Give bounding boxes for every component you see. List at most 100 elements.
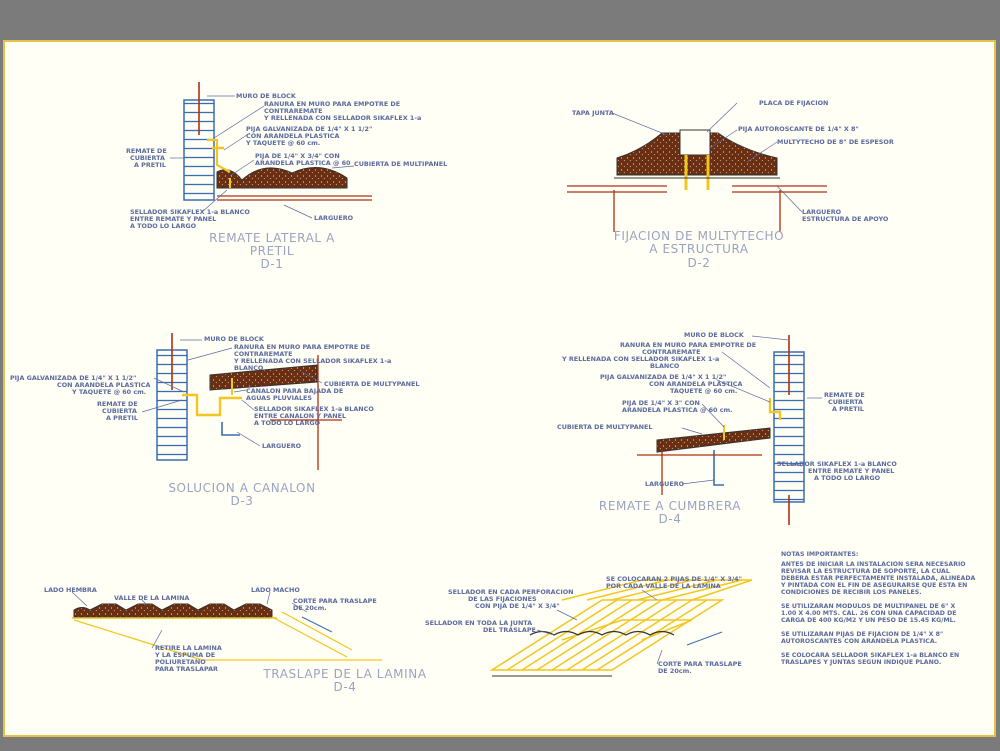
notes-line: Y PINTADA CON EL FIN DE ASEGURARSE QUE E…	[780, 582, 967, 589]
detail-d4-traslape: LADO HEMBRA VALLE DE LA LAMINA LADO MACH…	[44, 586, 426, 694]
d3-label-0: MURO DE BLOCK	[204, 335, 265, 343]
d4b-label-0: LADO HEMBRA	[44, 586, 97, 594]
d4a-label-10: CUBIERTA DE MULTYPANEL	[557, 423, 652, 431]
d4a-label-9: ARANDELA PLASTICA @ 60 cm.	[622, 406, 733, 414]
d3-label-11: CANALON PARA BAJADA DE	[246, 387, 343, 395]
d5-label-8: DE 20cm.	[658, 667, 692, 675]
d4a-label-13: A PRETIL	[832, 405, 864, 413]
d4a-label-8: PIJA DE 1/4" X 3" CON	[622, 399, 700, 407]
d3-label-1: RANURA EN MURO PARA EMPOTRE DE	[234, 343, 370, 351]
d3-label-3: Y RELLENADA CON SELLADOR SIKAFLEX 1-a	[233, 357, 391, 365]
d2-label-4: LARGUERO	[802, 208, 842, 216]
d1-label-9: A PRETIL	[134, 161, 166, 169]
d2-title-2: D-2	[687, 256, 710, 270]
d4b-label-2: LADO MACHO	[251, 586, 300, 594]
d2-title-1: A ESTRUCTURA	[649, 242, 749, 256]
d3-title-0: SOLUCION A CANALON	[168, 481, 315, 495]
d5-label-3: SE COLOCARAN 2 PIJAS DE 1/4" X 3/4"	[606, 575, 742, 583]
d1-label-11: ARANDELA PLASTICA @ 60	[255, 159, 351, 167]
d2-label-3: MULTYTECHO DE 8" DE ESPESOR	[777, 138, 894, 146]
d4a-label-4: BLANCO	[650, 362, 680, 370]
notes-line: SE UTILIZARAN PIJAS DE FIJACION DE 1/4" …	[781, 631, 943, 638]
d1-label-8: CUBIERTA	[130, 154, 165, 162]
d3-label-15: A TODO LO LARGO	[254, 419, 321, 427]
d3-label-6: CON ARANDELA PLASTICA	[57, 381, 151, 389]
d4b-label-6: Y LA ESPUMA DE	[154, 651, 215, 659]
d1-label-15: A TODO LO LARGO	[130, 222, 197, 230]
d2-title-0: FIJACION DE MULTYTECHO	[614, 229, 784, 243]
d4a-label-17: LARGUERO	[645, 480, 685, 488]
d4b-label-8: PARA TRASLAPAR	[155, 665, 218, 673]
d1-label-4: PIJA GALVANIZADA DE 1/4" X 1 1/2"	[246, 125, 372, 133]
important-notes: NOTAS IMPORTANTES: ANTES DE INICIAR LA I…	[780, 551, 975, 666]
d1-label-12: CUBIERTA DE MULTIPANEL	[354, 160, 447, 168]
d1-label-5: CON ARANDELA PLASTICA	[246, 132, 340, 140]
notes-line: SE UTILIZARAN MODULOS DE MULTIPANEL DE 6…	[781, 603, 956, 610]
detail-d2: TAPA JUNTA PLACA DE FIJACION PIJA AUTORO…	[567, 99, 894, 270]
d1-label-13: SELLADOR SIKAFLEX 1-a BLANCO	[130, 208, 250, 216]
detail-d3: MURO DE BLOCK RANURA EN MURO PARA EMPOTR…	[10, 333, 419, 508]
d5-label-2: CON PIJA DE 1/4" X 3/4"	[475, 602, 560, 610]
notes-line: CARGA DE 400 KG/M2 Y UN PESO DE 15.45 KG…	[781, 617, 956, 624]
d3-label-14: ENTRE CANALON Y PANEL	[254, 412, 346, 420]
d3-label-10: A PRETIL	[106, 414, 138, 422]
d3-label-8: REMATE DE	[97, 400, 138, 408]
d2-label-5: ESTRUCTURA DE APOYO	[802, 215, 889, 223]
fixing-plate	[679, 129, 711, 156]
d4a-title-0: REMATE A CUMBRERA	[599, 499, 741, 513]
d3-label-7: Y TAQUETE @ 60 cm.	[71, 388, 146, 396]
cad-drawing: MURO DE BLOCK RANURA EN MURO PARA EMPOTR…	[10, 82, 975, 694]
d3-label-17: LARGUERO	[262, 442, 302, 450]
d4b-label-7: POLIURETANO	[155, 658, 206, 666]
notes-line: 1.00 X 4.00 MTS. CAL. 26 CON UNA CAPACID…	[781, 610, 956, 617]
d4b-label-5: RETIRE LA LAMINA	[155, 644, 222, 652]
multipanel	[656, 427, 771, 453]
d3-label-13: SELLADOR SIKAFLEX 1-a BLANCO	[254, 405, 374, 413]
lamina-section	[73, 603, 273, 618]
d5-label-1: DE LAS FIJACIONES	[468, 595, 537, 603]
d4a-label-14: SELLADOR SIKAFLEX 1-a BLANCO	[777, 460, 897, 468]
d5-label-6: DEL TRASLAPE	[483, 626, 536, 634]
d1-label-1: RANURA EN MURO PARA EMPOTRE DE	[264, 100, 400, 108]
detail-overlap-iso: SELLADOR EN CADA PERFORACION DE LAS FIJA…	[425, 575, 753, 677]
notes-heading: NOTAS IMPORTANTES:	[781, 551, 858, 558]
d1-label-2: CONTRAREMATE	[264, 107, 323, 115]
d5-label-7: CORTE PARA TRASLAPE	[658, 660, 742, 668]
d4a-label-3: Y RELLENADA CON SELLADOR SIKAFLEX 1-a	[561, 355, 719, 363]
d4a-title-1: D-4	[658, 512, 681, 526]
block-wall	[156, 349, 188, 461]
d4a-label-6: CON ARANDELA PLASTICA	[649, 380, 743, 388]
d4b-title-0: TRASLAPE DE LA LAMINA	[262, 667, 426, 681]
d1-label-6: Y TAQUETE @ 60 cm.	[245, 139, 320, 147]
notes-line: AUTOROSCANTES CON ARANDELA PLASTICA.	[781, 638, 937, 645]
d4a-label-0: MURO DE BLOCK	[684, 331, 745, 339]
d4b-label-3: CORTE PARA TRASLAPE	[293, 597, 377, 605]
d1-label-16: LARGUERO	[314, 214, 354, 222]
d4a-label-15: ENTRE REMATE Y PANEL	[808, 467, 894, 475]
d1-title-1: PRETIL	[250, 244, 294, 258]
d1-title-0: REMATE LATERAL A	[209, 231, 335, 245]
d2-label-2: PIJA AUTOROSCANTE DE 1/4" X 8"	[738, 125, 859, 133]
multipanel	[209, 364, 318, 391]
notes-line: SE COLOCARA SELLADOR SIKAFLEX 1-a BLANCO…	[781, 652, 959, 659]
d3-label-4: BLANCO	[234, 364, 264, 372]
d3-label-9: CUBIERTA	[102, 407, 137, 415]
d4b-title-1: D-4	[333, 680, 356, 694]
d4a-label-11: REMATE DE	[824, 391, 865, 399]
d4b-label-1: VALLE DE LA LAMINA	[114, 594, 189, 602]
d3-title-1: D-3	[230, 494, 253, 508]
gutter	[182, 393, 242, 417]
d5-label-5: SELLADOR EN TODA LA JUNTA	[425, 619, 532, 627]
multipanel	[216, 167, 348, 189]
d3-label-12: AGUAS PLUVIALES	[246, 394, 312, 402]
notes-line: DEBERA ESTAR PERFECTAMENTE INSTALADA, AL…	[781, 575, 975, 582]
d4b-label-4: DE 20cm.	[293, 604, 327, 612]
d3-label-5: PIJA GALVANIZADA DE 1/4" X 1 1/2"	[10, 374, 136, 382]
d2-label-1: PLACA DE FIJACION	[759, 99, 828, 107]
notes-line: CONDICIONES DE RECIBIR LOS PANELES.	[781, 589, 922, 596]
d4a-label-1: RANURA EN MURO PARA EMPOTRE DE	[620, 341, 756, 349]
d3-label-16: CUBIERTA DE MULTYPANEL	[324, 380, 419, 388]
notes-line: REVISAR LA ESTRUCTURA DE SOPORTE, LA CUA…	[781, 568, 950, 575]
d4a-label-12: CUBIERTA	[828, 398, 863, 406]
d3-label-2: CONTRAREMATE	[234, 350, 293, 358]
